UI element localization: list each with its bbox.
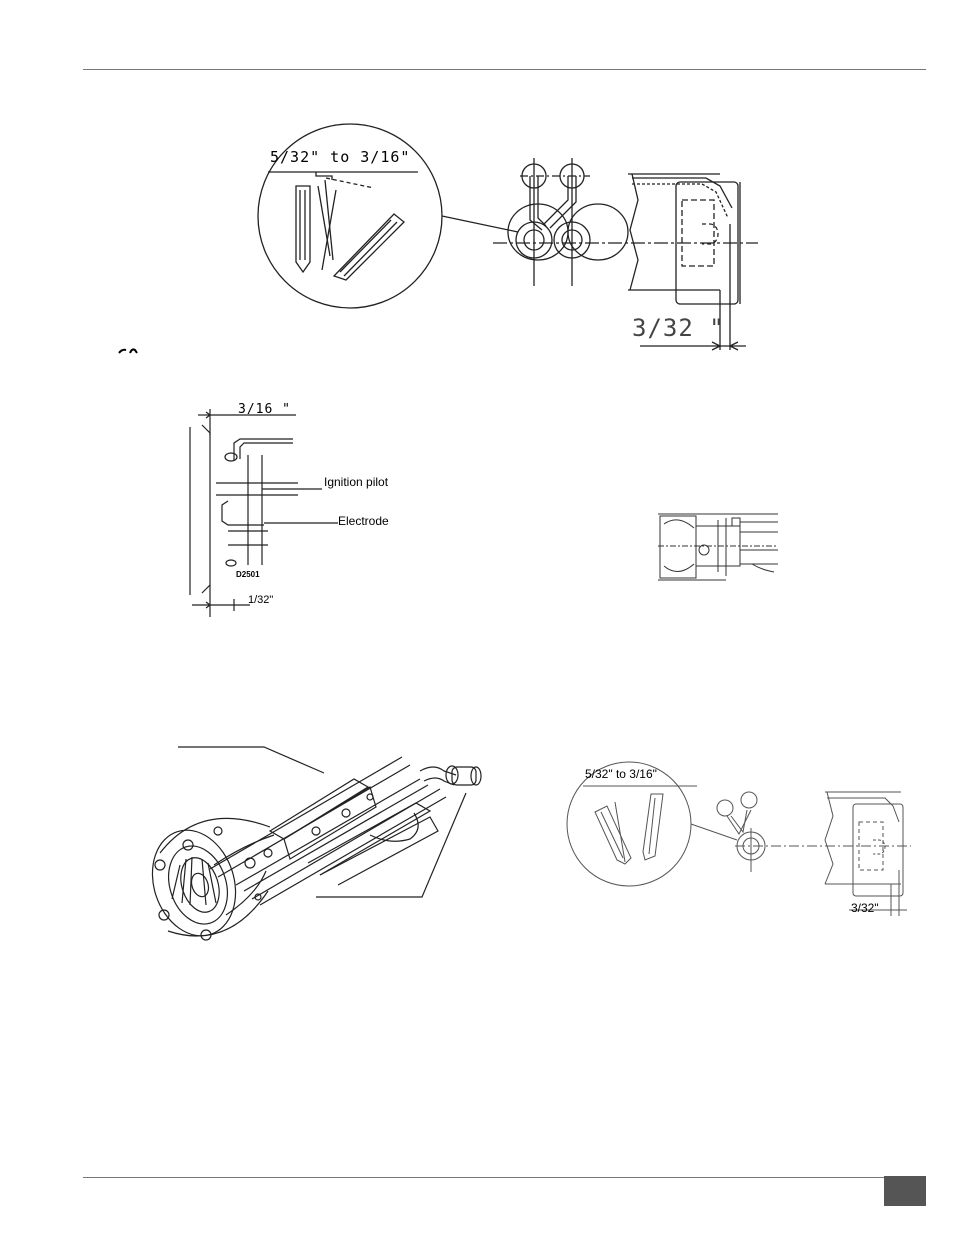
- footer-rule: [83, 1177, 926, 1178]
- offset-label-top: 3/32 ": [632, 316, 725, 340]
- electrode-label: Electrode: [338, 515, 389, 527]
- stray-mark: [118, 348, 144, 354]
- small-burner-section-figure: [656, 510, 780, 584]
- electrode-gap-figure-top: 5/32" to 3/16" 3/32 ": [250, 120, 770, 360]
- part-code-label: D2501: [236, 571, 260, 579]
- header-rule: [83, 69, 926, 70]
- electrode-gap-figure-bottom: 5/32" to 3/16" 3/32": [555, 760, 925, 930]
- bottom-dimension-label: 1/32": [248, 595, 273, 606]
- burner-assembly-drawing: [140, 735, 500, 950]
- pilot-electrode-drawing: [178, 395, 418, 620]
- ignition-pilot-label: Ignition pilot: [324, 476, 388, 488]
- small-burner-section-drawing: [656, 510, 780, 584]
- detail-gap-label-top: 5/32" to 3/16": [270, 150, 410, 165]
- detail-gap-label-bottom: 5/32" to 3/16": [585, 768, 657, 780]
- pilot-electrode-figure: 3/16 " Ignition pilot Electrode D2501 1/…: [178, 395, 418, 620]
- top-dimension-label: 3/16 ": [238, 403, 291, 416]
- burner-assembly-figure: [140, 735, 500, 950]
- page-number-box: [884, 1176, 926, 1206]
- offset-label-bottom: 3/32": [851, 902, 879, 914]
